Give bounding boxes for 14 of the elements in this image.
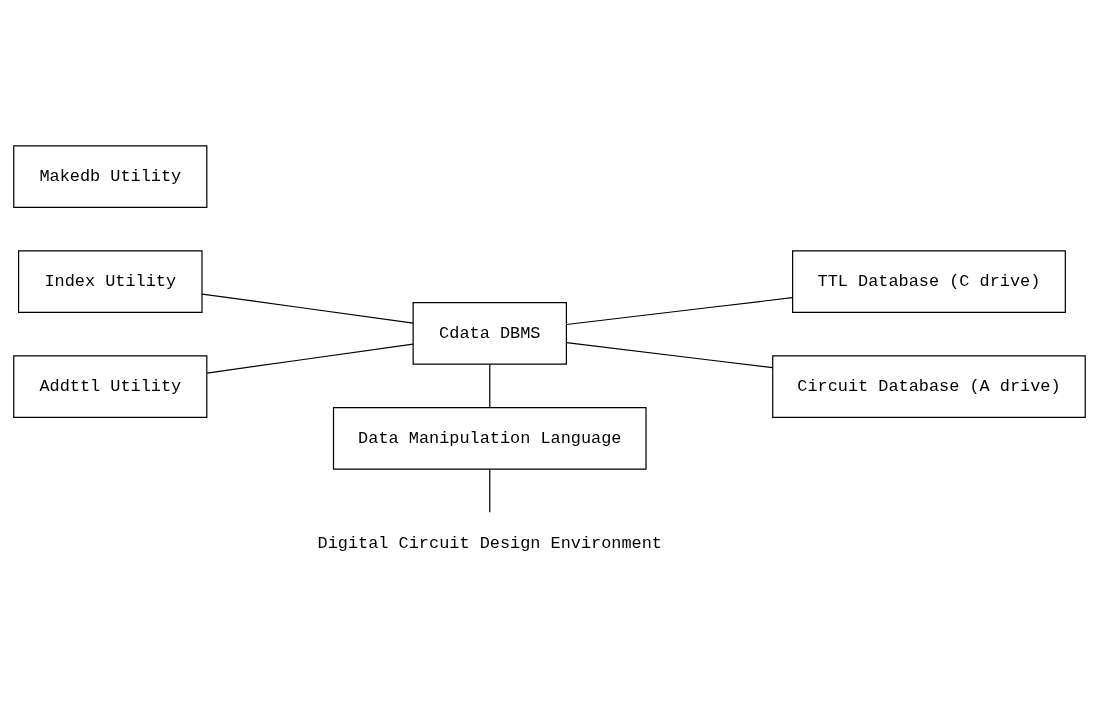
connector — [565, 296, 793, 325]
node-box: Index Utility — [18, 249, 203, 313]
connector — [201, 292, 414, 324]
connector — [489, 363, 491, 408]
node-box: Data Manipulation Language — [332, 406, 647, 470]
node-box: Circuit Database (A drive) — [772, 354, 1086, 418]
connector — [206, 343, 414, 374]
connector — [565, 341, 774, 368]
node-box: TTL Database (C drive) — [792, 249, 1066, 313]
node-box: Addttl Utility — [13, 354, 208, 418]
node-box: Cdata DBMS — [412, 301, 567, 365]
node-text: Digital Circuit Design Environment — [317, 533, 662, 553]
connector — [489, 468, 491, 513]
node-box: Makedb Utility — [13, 144, 208, 208]
